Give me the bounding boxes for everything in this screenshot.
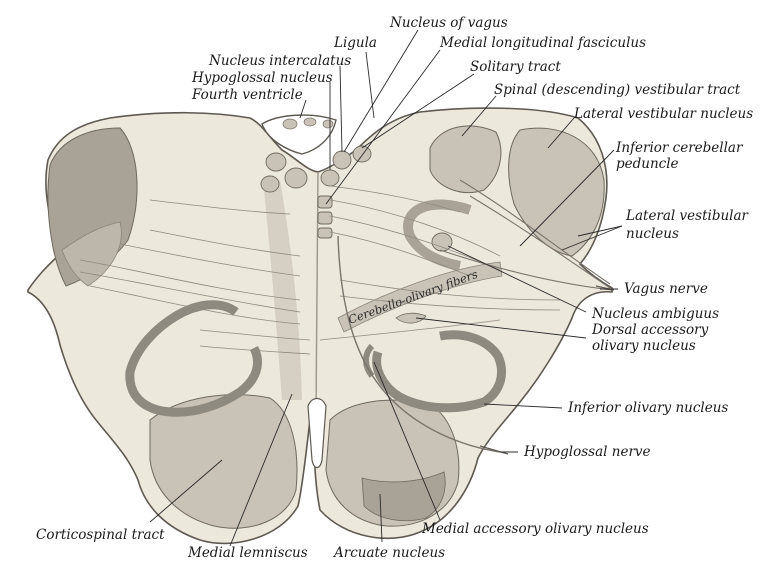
fiber-line bbox=[199, 329, 311, 341]
leader-arcuate-nucleus bbox=[379, 493, 383, 543]
ventricle-nucleus bbox=[303, 117, 317, 127]
ventricle-nucleus bbox=[282, 118, 298, 130]
leader-spinal-vestibular bbox=[461, 95, 497, 137]
label-hypoglossal-nucleus: Hypoglossal nucleus bbox=[191, 70, 333, 86]
leader-lateral-vestibular-mid-b bbox=[577, 225, 623, 237]
leader-inferior-cerebellar-peduncle bbox=[519, 149, 615, 247]
mlf-block bbox=[317, 211, 333, 225]
label-spinal-vestibular-tract: Spinal (descending) vestibular tract bbox=[494, 82, 741, 98]
vagus-fiber bbox=[439, 249, 613, 291]
label-solitary-tract: Solitary tract bbox=[470, 59, 561, 75]
leader-lateral-vestibular-top bbox=[547, 117, 575, 149]
leader-medial-lemniscus bbox=[229, 393, 293, 547]
ventricle-lining-nuclei bbox=[282, 117, 334, 130]
label-mlf: Medial longitudinal fasciculus bbox=[439, 35, 646, 51]
label-inferior-cerebellar-2: peduncle bbox=[616, 156, 679, 172]
fiber-line bbox=[149, 229, 301, 257]
spinal-vestibular-tract-arc bbox=[403, 199, 472, 271]
arcuate-nucleus-band bbox=[361, 471, 446, 522]
mlf-block bbox=[317, 227, 333, 239]
label-dorsal-accessory-1: Dorsal accessory bbox=[591, 322, 709, 338]
vagus-fiber bbox=[469, 195, 611, 289]
label-lateral-vestibular-nucleus-top: Lateral vestibular nucleus bbox=[573, 106, 753, 122]
label-dorsal-accessory-2: olivary nucleus bbox=[592, 338, 696, 354]
dorsal-nuclei-group bbox=[260, 145, 372, 239]
fiber-line bbox=[329, 185, 461, 213]
hypoglossal-nerve-exit bbox=[479, 445, 509, 455]
fiber-line bbox=[79, 259, 301, 301]
leader-lines bbox=[149, 29, 623, 547]
leader-dorsal-accessory bbox=[415, 317, 587, 339]
left-inferior-olivary-nucleus bbox=[125, 300, 262, 417]
label-lateral-vestibular-mid-2: nucleus bbox=[626, 226, 679, 242]
leader-nucleus-of-vagus bbox=[343, 29, 419, 153]
solitary-tract-region bbox=[429, 125, 502, 194]
left-dorsal-nucleus bbox=[260, 175, 280, 193]
label-nucleus-of-vagus: Nucleus of vagus bbox=[389, 15, 508, 31]
fiber-line bbox=[339, 279, 561, 301]
leader-inferior-olivary bbox=[483, 403, 563, 409]
leader-mlf bbox=[325, 49, 441, 205]
leader-ligula bbox=[365, 51, 375, 119]
leader-corticospinal bbox=[149, 459, 223, 523]
fiber-line bbox=[199, 345, 311, 355]
leader-lateral-vestibular-mid-a bbox=[561, 225, 623, 251]
fiber-line bbox=[329, 199, 501, 257]
leader-nucleus-ambiguus bbox=[447, 245, 587, 313]
fiber-line bbox=[339, 295, 561, 311]
label-corticospinal-tract: Corticospinal tract bbox=[36, 527, 165, 543]
label-vagus-nerve: Vagus nerve bbox=[624, 281, 708, 297]
fiber-line bbox=[149, 199, 291, 215]
fiber-line bbox=[79, 271, 301, 313]
hypoglossal-nucleus-shape bbox=[284, 167, 308, 189]
label-nucleus-intercalatus: Nucleus intercalatus bbox=[208, 53, 351, 69]
fiber-line bbox=[119, 243, 301, 277]
labels: Nucleus of vagus Ligula Medial longitudi… bbox=[36, 15, 753, 561]
label-medial-lemniscus: Medial lemniscus bbox=[187, 545, 308, 561]
medial-lemniscus-band bbox=[264, 180, 302, 400]
dorsal-accessory-olive-shape bbox=[395, 312, 427, 324]
ventricle-nucleus bbox=[322, 119, 334, 129]
leader-fourth-ventricle bbox=[299, 99, 307, 119]
fiber-line bbox=[319, 319, 501, 341]
fiber-line bbox=[329, 231, 471, 277]
nucleus-ambiguus-shape bbox=[431, 232, 453, 252]
label-hypoglossal-nerve: Hypoglossal nerve bbox=[523, 444, 651, 460]
label-inferior-cerebellar-1: Inferior cerebellar bbox=[615, 140, 744, 156]
nucleus-intercalatus-shape bbox=[265, 152, 287, 172]
leader-medial-accessory bbox=[373, 361, 441, 521]
leader-solitary-tract bbox=[361, 73, 475, 149]
fiber-line bbox=[89, 285, 301, 325]
label-inferior-olivary-nucleus: Inferior olivary nucleus bbox=[567, 400, 728, 416]
fourth-ventricle bbox=[261, 114, 337, 155]
leader-nucleus-intercalatus bbox=[339, 65, 343, 153]
right-inferior-cerebellar-peduncle bbox=[508, 127, 605, 257]
label-fourth-ventricle: Fourth ventricle bbox=[191, 87, 303, 103]
midline-raphe bbox=[315, 171, 319, 411]
label-ligula: Ligula bbox=[333, 35, 377, 51]
label-arcuate-nucleus: Arcuate nucleus bbox=[332, 545, 445, 561]
label-medial-accessory-olivary: Medial accessory olivary nucleus bbox=[421, 521, 649, 537]
solitary-nucleus-shape bbox=[352, 145, 372, 163]
label-nucleus-ambiguus: Nucleus ambiguus bbox=[591, 306, 719, 322]
label-lateral-vestibular-mid-1: Lateral vestibular bbox=[625, 208, 750, 224]
left-peduncle-fibers bbox=[61, 221, 122, 287]
mlf-block bbox=[317, 195, 333, 209]
right-hypoglossal-shape bbox=[320, 169, 340, 187]
hypoglossal-nerve-root bbox=[337, 235, 501, 453]
midline-notch bbox=[307, 397, 327, 469]
right-inferior-olivary-nucleus bbox=[372, 330, 506, 413]
nucleus-of-vagus-shape bbox=[332, 150, 352, 170]
cerebello-olivary-band bbox=[337, 261, 503, 333]
